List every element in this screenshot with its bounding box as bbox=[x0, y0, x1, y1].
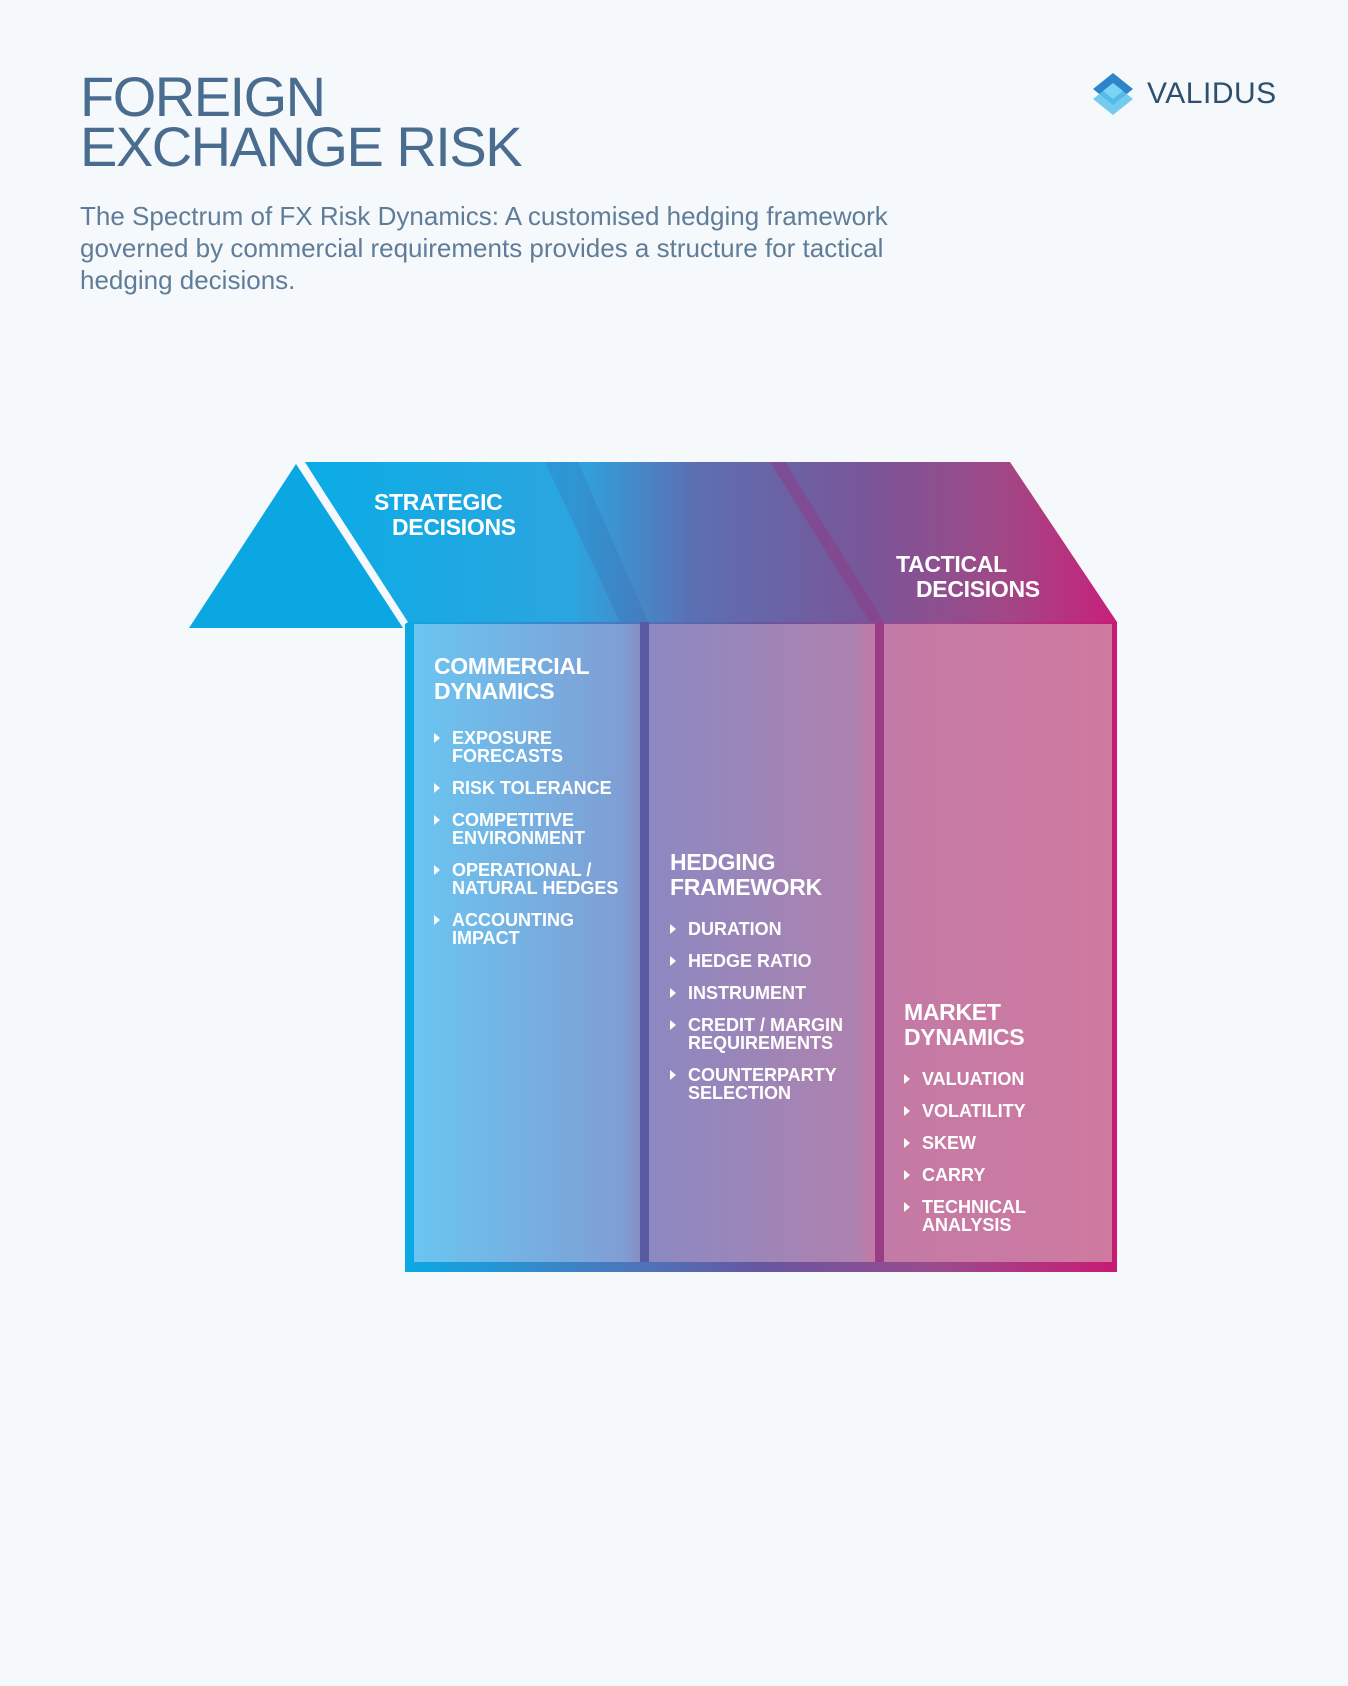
title-line-2: EXCHANGE RISK bbox=[80, 115, 523, 178]
list-item: HEDGE RATIO bbox=[670, 952, 843, 970]
column-title-line-1: MARKET bbox=[904, 999, 1001, 1025]
tactical-label-line-1: TACTICAL bbox=[896, 551, 1007, 577]
commercial-dynamics-title: COMMERCIAL DYNAMICS bbox=[434, 653, 590, 704]
column-title-line-1: HEDGING bbox=[670, 849, 776, 875]
title-line-1: FOREIGN bbox=[80, 65, 326, 128]
column-title-line-2: DYNAMICS bbox=[434, 678, 555, 704]
logo-text: VALIDUS bbox=[1147, 77, 1277, 110]
tactical-label-line-2: DECISIONS bbox=[916, 576, 1040, 602]
column-title-line-1: COMMERCIAL bbox=[434, 653, 590, 679]
strategic-label-line-1: STRATEGIC bbox=[374, 489, 503, 515]
list-item: DURATION bbox=[670, 920, 843, 938]
house-body-fill bbox=[414, 624, 1112, 1262]
list-item: SKEW bbox=[904, 1134, 1026, 1152]
page-subtitle: The Spectrum of FX Risk Dynamics: A cust… bbox=[80, 201, 888, 295]
roof-gable bbox=[189, 464, 403, 628]
list-item: INSTRUMENT bbox=[670, 984, 843, 1002]
strategic-decisions-label: STRATEGIC DECISIONS bbox=[374, 490, 516, 540]
validus-logo: VALIDUS bbox=[1093, 70, 1277, 118]
list-item: OPERATIONAL /NATURAL HEDGES bbox=[434, 861, 618, 897]
hedging-framework-title: HEDGING FRAMEWORK bbox=[670, 850, 822, 900]
list-item: VOLATILITY bbox=[904, 1102, 1026, 1120]
tactical-decisions-label: TACTICAL DECISIONS bbox=[896, 552, 1040, 602]
list-item: CARRY bbox=[904, 1166, 1026, 1184]
roof-band bbox=[305, 462, 1117, 622]
roof-gable-gap bbox=[293, 453, 408, 626]
roof-fold-1 bbox=[545, 462, 648, 622]
list-item: RISK TOLERANCE bbox=[434, 779, 618, 797]
hedging-framework-list: DURATION HEDGE RATIO INSTRUMENT CREDIT /… bbox=[670, 920, 843, 1116]
market-dynamics-title: MARKET DYNAMICS bbox=[904, 999, 1025, 1050]
column-divider-2 bbox=[875, 622, 884, 1262]
strategic-label-line-2: DECISIONS bbox=[392, 514, 516, 540]
column-title-line-2: FRAMEWORK bbox=[670, 874, 822, 900]
list-item: VALUATION bbox=[904, 1070, 1026, 1088]
validus-diamond-icon bbox=[1093, 73, 1133, 115]
column-title-line-2: DYNAMICS bbox=[904, 1024, 1025, 1050]
market-dynamics-list: VALUATION VOLATILITY SKEW CARRY TECHNICA… bbox=[904, 1070, 1026, 1248]
column-divider-1 bbox=[640, 622, 649, 1262]
page-title: FOREIGN EXCHANGE RISK bbox=[80, 65, 523, 178]
roof-fold-2 bbox=[770, 462, 884, 622]
